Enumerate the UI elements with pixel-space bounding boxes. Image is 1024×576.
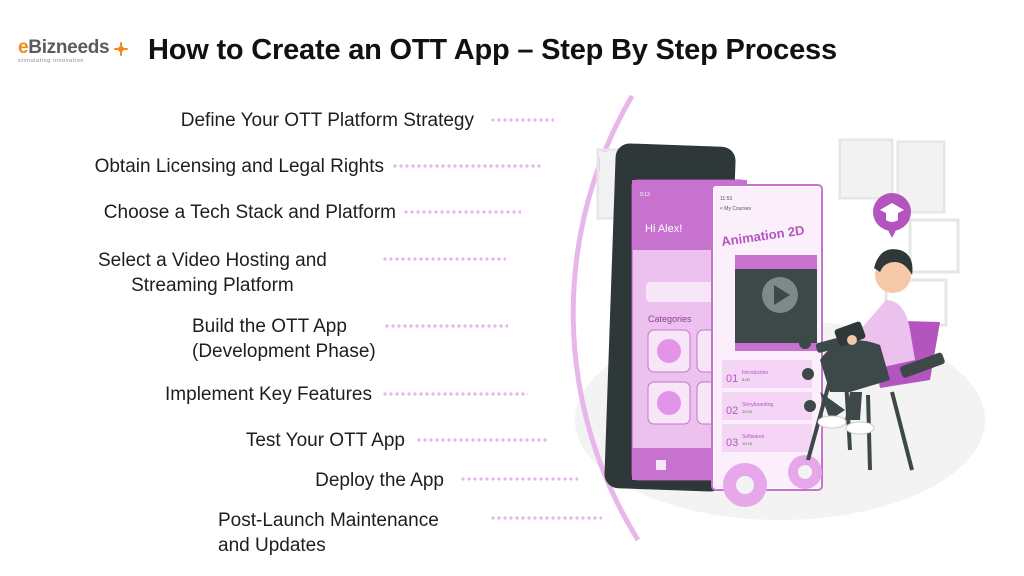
lesson-duration: 20:00: [742, 409, 753, 414]
step-connector-dots: [382, 392, 528, 396]
my-courses-back-link: < My Courses: [720, 206, 751, 212]
logo-tagline: stimulating innovation: [18, 58, 85, 64]
course-status-time: 11:53: [720, 196, 732, 202]
step-text: Obtain Licensing and Legal Rights: [94, 156, 384, 177]
lesson-duration: 8:00: [742, 377, 751, 382]
step-connector-dots: [460, 477, 578, 481]
step-6-key-features: Implement Key Features: [165, 382, 372, 407]
lesson-name: Softwares: [742, 434, 765, 440]
step-text: Implement Key Features: [165, 384, 372, 405]
lesson-number: 01: [726, 373, 738, 385]
step-connector-dots: [416, 438, 548, 442]
lesson-number: 03: [726, 437, 738, 449]
step-text: Deploy the App: [315, 470, 444, 491]
step-text-line-2: and Updates: [218, 535, 326, 556]
step-1-define-strategy: Define Your OTT Platform Strategy: [181, 108, 474, 133]
page-title: How to Create an OTT App – Step By Step …: [148, 34, 837, 66]
step-text: Test Your OTT App: [245, 430, 405, 451]
ebizneeds-logo: eBizneeds stimulating innovation: [18, 38, 128, 70]
step-text-line-1: Post-Launch Maintenance: [218, 510, 439, 531]
phone-categories-label: Categories: [648, 314, 692, 324]
lesson-duration: 10:15: [742, 441, 753, 446]
step-connector-dots: [382, 257, 506, 261]
step-connector-dots: [490, 516, 602, 520]
step-text-line-1: Build the OTT App: [192, 316, 347, 337]
phone-status-time: 9:13: [640, 192, 650, 198]
step-connector-dots: [403, 210, 521, 214]
step-2-licensing: Obtain Licensing and Legal Rights: [95, 154, 384, 179]
step-text-line-1: Select a Video Hosting and: [98, 250, 327, 271]
step-8-deploy: Deploy the App: [315, 468, 444, 493]
step-connector-dots: [490, 118, 554, 122]
lesson-name: Introduction: [742, 370, 768, 376]
step-9-post-launch: Post-Launch Maintenance and Updates: [218, 508, 439, 558]
step-text-line-2: Streaming Platform: [131, 275, 294, 296]
step-5-build-app: Build the OTT App (Development Phase): [192, 314, 376, 364]
step-text-line-2: (Development Phase): [192, 341, 376, 362]
step-4-video-hosting: Select a Video Hosting and Streaming Pla…: [98, 248, 327, 298]
logo-brand-rest: Bizneeds: [28, 37, 110, 58]
logo-wordmark: eBizneeds: [18, 38, 128, 58]
logo-orbit-icon: [114, 42, 128, 56]
step-connector-dots: [384, 324, 508, 328]
step-connector-dots: [392, 164, 542, 168]
logo-letter-e: e: [18, 37, 29, 58]
lesson-name: Storyboarding: [742, 402, 773, 408]
step-text: Choose a Tech Stack and Platform: [103, 202, 396, 223]
lesson-number: 02: [726, 405, 738, 417]
phone-greeting: Hi Alex!: [645, 223, 682, 235]
step-3-tech-stack: Choose a Tech Stack and Platform: [104, 200, 396, 225]
step-7-test-app: Test Your OTT App: [246, 428, 405, 453]
step-text: Define Your OTT Platform Strategy: [180, 110, 474, 131]
